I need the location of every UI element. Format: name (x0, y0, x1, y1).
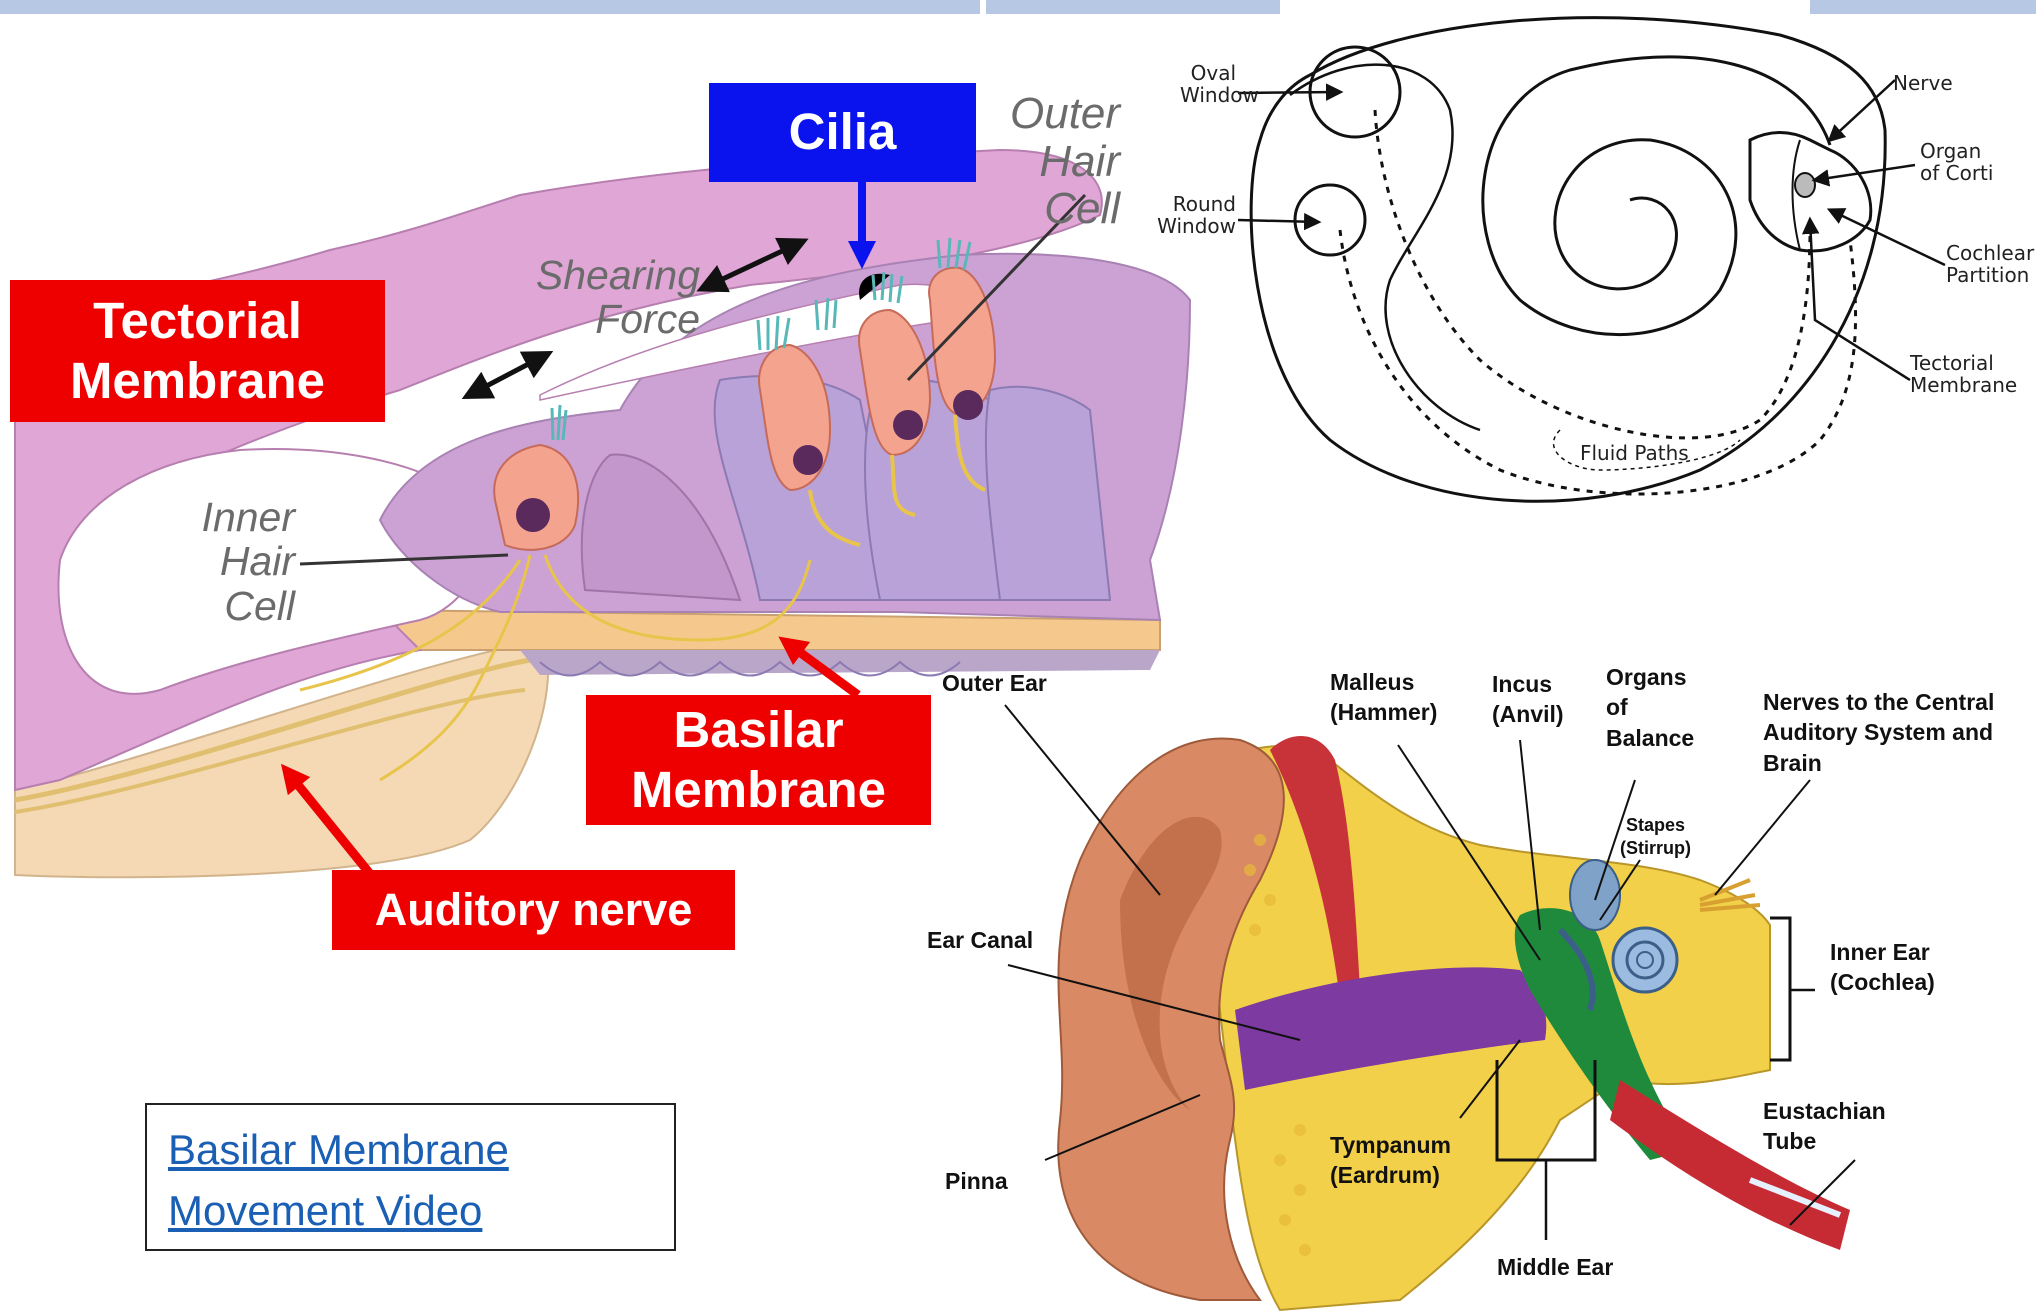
basilar-membrane-label: Basilar Membrane (586, 695, 931, 825)
eustachian-tube-label: Eustachian Tube (1763, 1096, 1886, 1157)
basilar-membrane-video-link[interactable]: Basilar Membrane Movement Video (168, 1120, 509, 1242)
shearing-force-label: Shearing Force (500, 253, 700, 342)
round-window-label: Round Window (1146, 193, 1236, 238)
middle-ear-label: Middle Ear (1497, 1252, 1613, 1282)
inner-hair-cell-label: Inner Hair Cell (175, 495, 295, 628)
cilia-label: Cilia (709, 83, 976, 182)
organs-of-balance-label: Organs of Balance (1606, 662, 1694, 753)
nerves-to-central-label: Nerves to the Central Auditory System an… (1763, 687, 1994, 778)
tectorial-membrane-label: Tectorial Membrane (10, 280, 385, 422)
organ-of-corti-label: Organ of Corti (1920, 140, 1993, 185)
auditory-nerve-label: Auditory nerve (332, 870, 735, 950)
oval-window-label: Oval Window (1180, 62, 1236, 107)
pinna-label: Pinna (945, 1166, 1008, 1196)
outer-ear-label: Outer Ear (942, 668, 1047, 698)
tympanum-label: Tympanum (Eardrum) (1330, 1130, 1451, 1191)
outer-hair-cell-label: Outer Hair Cell (1010, 90, 1120, 233)
malleus-label: Malleus (Hammer) (1330, 667, 1437, 728)
cochlea-tectorial-membrane-label: Tectorial Membrane (1910, 352, 2017, 397)
stapes-label: Stapes (Stirrup) (1620, 814, 1691, 861)
fluid-paths-label: Fluid Paths (1580, 442, 1689, 464)
ear-canal-label: Ear Canal (927, 925, 1033, 955)
video-link-box: Basilar Membrane Movement Video (145, 1103, 676, 1251)
incus-label: Incus (Anvil) (1492, 669, 1564, 730)
cochlear-partition-label: Cochlear Partition (1946, 242, 2034, 287)
nerve-label: Nerve (1893, 72, 1953, 94)
inner-ear-label: Inner Ear (Cochlea) (1830, 937, 1935, 998)
